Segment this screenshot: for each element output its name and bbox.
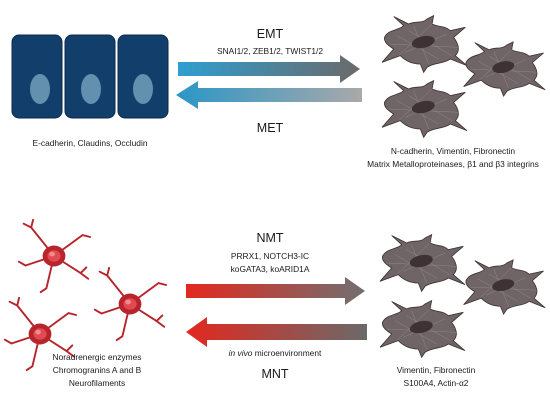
neuro-markers-line-2: Chromogranins A and B bbox=[52, 365, 142, 375]
epithelial-nucleus bbox=[133, 74, 153, 104]
nmt-label: NMT bbox=[256, 231, 284, 245]
nmt-arrow bbox=[186, 277, 365, 305]
mnt-label: MNT bbox=[261, 367, 289, 381]
emt-arrow bbox=[178, 55, 360, 83]
emt-label: EMT bbox=[256, 27, 284, 41]
mnt-condition-rest: microenvironment bbox=[252, 348, 322, 358]
mnt-condition-italic: in vivo bbox=[228, 348, 253, 358]
neuro-markers-line-3: Neurofilaments bbox=[68, 378, 126, 388]
mnt-condition: in vivo microenvironment bbox=[229, 348, 322, 358]
mesenchymal-markers-line-1: N-cadherin, Vimentin, Fibronectin bbox=[390, 146, 516, 156]
epithelial-cells bbox=[11, 34, 169, 119]
nmt-factors-line-1: PRRX1, NOTCH3-IC bbox=[230, 251, 310, 261]
epithelial-nucleus bbox=[30, 74, 50, 104]
neuron bbox=[93, 266, 168, 342]
neuron bbox=[17, 218, 92, 294]
mesenchymal-cell bbox=[381, 15, 468, 73]
mesenchymal-cell bbox=[379, 234, 466, 292]
mesenchymal-cells-top bbox=[381, 15, 546, 138]
mesenchymal-cells-bottom bbox=[379, 234, 546, 358]
neuroblastoma-cells bbox=[3, 218, 168, 372]
epithelial-nucleus bbox=[81, 74, 101, 104]
mesenchymal-cell bbox=[379, 300, 466, 358]
epithelial-markers: E-cadherin, Claudins, Occludin bbox=[32, 138, 148, 148]
nmt-factors-line-2: koGATA3, koARID1A bbox=[230, 264, 310, 274]
met-arrow bbox=[176, 81, 362, 109]
mesenchymal-cell bbox=[463, 41, 546, 97]
mnt-arrow bbox=[186, 317, 367, 347]
mesenchymal-cell bbox=[381, 80, 468, 138]
met-label: MET bbox=[256, 121, 284, 135]
mesenchymal-markers-line-2: Matrix Metalloproteinases, β1 and β3 int… bbox=[367, 159, 539, 169]
emt-factors: SNAI1/2, ZEB1/2, TWIST1/2 bbox=[217, 46, 323, 56]
neuro-markers-line-1: Noradrenergic enzymes bbox=[52, 352, 142, 362]
mesenchymal-markers-bottom-line-2: S100A4, Actin-α2 bbox=[403, 378, 469, 388]
mesenchymal-cell bbox=[463, 259, 546, 315]
mesenchymal-markers-bottom-line-1: Vimentin, Fibronectin bbox=[396, 365, 476, 375]
